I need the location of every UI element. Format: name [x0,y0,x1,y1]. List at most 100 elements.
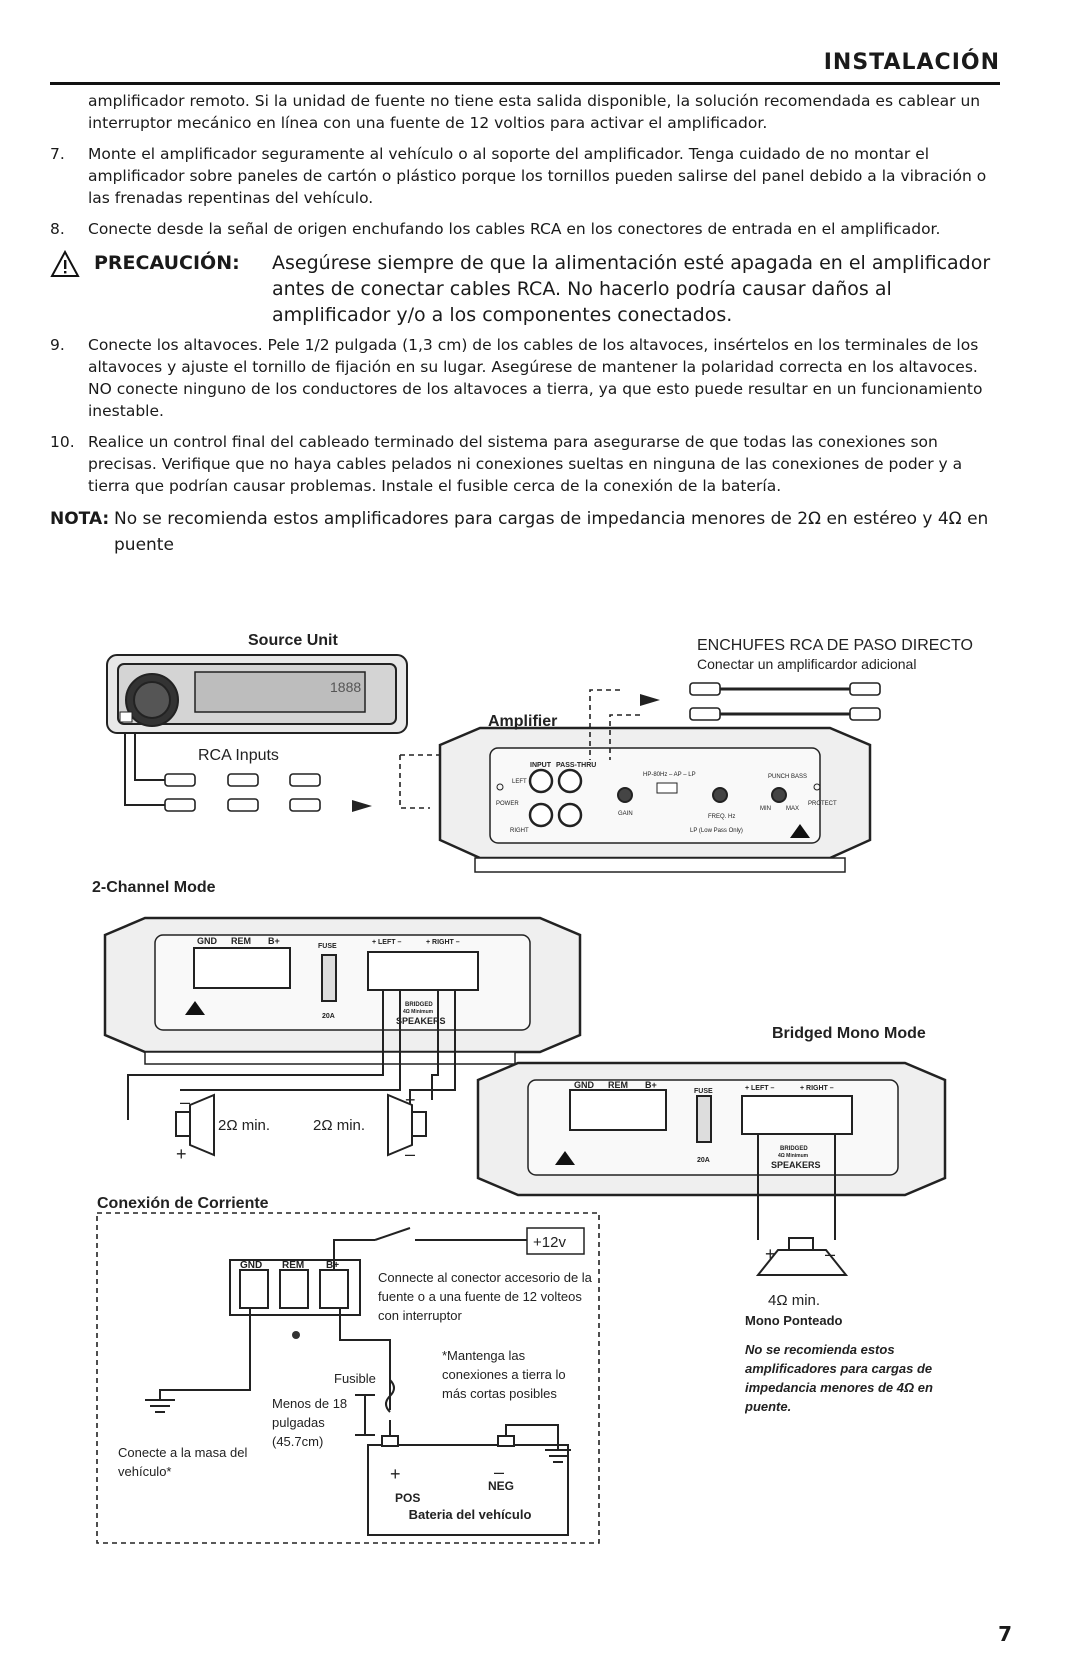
speaker-right-min: 2Ω min. [313,1117,365,1134]
right-terminals-label-bridged: + RIGHT – [800,1085,834,1092]
step-text: Conecte los altavoces. Pele 1/2 pulgada … [88,336,983,420]
page-title: INSTALACIÓN [823,50,1000,75]
caution-label: PRECAUCIÓN: [94,252,240,274]
svg-text:+: + [176,1144,187,1164]
amplifier-label: Amplifier [488,713,557,730]
continued-paragraph: amplificador remoto. Si la unidad de fue… [88,92,981,132]
amp-filter-label: HP-80Hz – AP – LP [643,772,696,778]
left-terminals-label-bridged: + LEFT – [745,1085,774,1092]
plus12-label: +12v [533,1234,566,1251]
page-number: 7 [998,1622,1012,1646]
amplifier-bridged [476,1061,947,1197]
fusible-label: Fusible [334,1371,376,1386]
svg-text:+: + [765,1244,776,1264]
note-text: No se recomienda estos amplificadores pa… [114,509,989,555]
amp-power-label: POWER [496,801,519,807]
battery-label: Bateria del vehículo [408,1507,532,1522]
channel-mode-label: 2-Channel Mode [92,879,216,896]
speaker-left [175,1093,215,1157]
bridged-min-label-2: 4Ω Minimum [778,1153,809,1159]
power-title: Conexión de Corriente [97,1195,269,1212]
svg-text:–: – [494,1462,504,1482]
amp-min-label: MIN [760,806,771,812]
step-text: Realice un control final del cableado te… [88,433,963,495]
battery [367,1444,569,1536]
fuse-label: FUSE [318,943,337,950]
amp-gain-label: GAIN [618,811,633,817]
source-unit-label: Source Unit [248,632,338,649]
rca-inputs-label: RCA Inputs [198,747,279,764]
power-rem-label: REM [282,1260,304,1271]
svg-text:–: – [405,1144,415,1164]
bplus-label-bridged: B+ [645,1080,657,1090]
ground-note: *Mantenga las conexiones a tierra lo más… [442,1348,566,1401]
accessory-note: Connecte al conector accesorio de la fue… [378,1270,592,1323]
warning-triangle-icon [50,249,94,328]
gnd-label: GND [197,936,218,946]
length-note: Menos de 18 pulgadas (45.7cm) [272,1396,348,1449]
svg-text:–: – [180,1092,190,1112]
step-text: Monte el amplificador seguramente al veh… [88,145,987,207]
amp-punch-label: PUNCH BASS [768,774,807,780]
wiring-diagram: Source Unit 1888 ENCHUFES RCA DE PASO DI… [92,632,973,1544]
svg-text:+: + [390,1464,401,1484]
bridged-label-2: BRIDGED [780,1146,808,1152]
source-unit [106,654,408,734]
amp-left-label: LEFT [512,779,527,785]
amp-protect-label: PROTECT [808,801,837,807]
amp-freq-label: FREQ. Hz [708,814,735,820]
caution-box: PRECAUCIÓN: Asegúrese siempre de que la … [50,249,1000,328]
step-8: 8. Conecte desde la señal de origen ench… [50,218,1000,240]
step-number: 8. [50,220,65,238]
amp-passthru-label: PASS-THRU [556,762,596,769]
fuse-amp-label-bridged: 20A [697,1157,710,1164]
amplifier-top [438,726,872,873]
step-number: 9. [50,336,65,354]
rca-passthru-title: ENCHUFES RCA DE PASO DIRECTO [697,637,973,654]
step-7: 7. Monte el amplificador seguramente al … [50,143,1000,209]
mono-min-label: 4Ω min. [768,1292,820,1309]
fuse-amp-label: 20A [322,1013,335,1020]
step-10: 10. Realice un control final del cablead… [50,431,1000,497]
step-number: 10. [50,433,75,451]
bridged-min-label: 4Ω Minimum [403,1009,434,1015]
amplifier-2ch [103,916,582,1065]
mono-note: No se recomienda estos amplificadores pa… [745,1342,933,1414]
speaker-mono [755,1237,849,1276]
power-gnd-label: GND [240,1260,262,1271]
instructions-text: amplificador remoto. Si la unidad de fue… [50,90,1000,558]
step-9: 9. Conecte los altavoces. Pele 1/2 pulga… [50,334,1000,422]
bridged-label: BRIDGED [405,1002,433,1008]
speaker-right [387,1093,427,1157]
speakers-label-2: SPEAKERS [771,1160,821,1170]
rem-label: REM [231,936,251,946]
amp-lp-label: LP (Low Pass Only) [690,828,743,834]
power-connection-box [96,1212,600,1544]
gnd-label-bridged: GND [574,1080,595,1090]
right-terminals-label: + RIGHT – [426,939,460,946]
amp-max-label: MAX [786,806,799,812]
power-bplus-label: B+ [326,1260,339,1271]
display-readout: 1888 [330,679,361,695]
caution-text: Asegúrese siempre de que la alimentación… [272,252,991,326]
speakers-label: SPEAKERS [396,1016,446,1026]
svg-text:+: + [405,1090,416,1110]
step-text: Conecte desde la señal de origen enchufa… [88,220,941,238]
page-header: INSTALACIÓN [50,50,1000,85]
pos-label: POS [395,1491,420,1505]
bridged-mode-label: Bridged Mono Mode [772,1025,926,1042]
speaker-left-min: 2Ω min. [218,1117,270,1134]
amp-right-label: RIGHT [510,828,529,834]
fuse-label-bridged: FUSE [694,1088,713,1095]
step-number: 7. [50,145,65,163]
mono-ponteado-label: Mono Ponteado [745,1313,843,1328]
neg-label: NEG [488,1479,514,1493]
rem-label-bridged: REM [608,1080,628,1090]
rca-passthru-subtitle: Conectar un amplificardor adicional [697,656,916,672]
note-label: NOTA: [50,509,110,529]
note: NOTA: No se recomienda estos amplificado… [50,506,1000,558]
ground-connect-note: Conecte a la masa del vehículo* [118,1445,248,1479]
left-terminals-label: + LEFT – [372,939,401,946]
amp-input-label: INPUT [530,762,552,769]
bplus-label: B+ [268,936,280,946]
